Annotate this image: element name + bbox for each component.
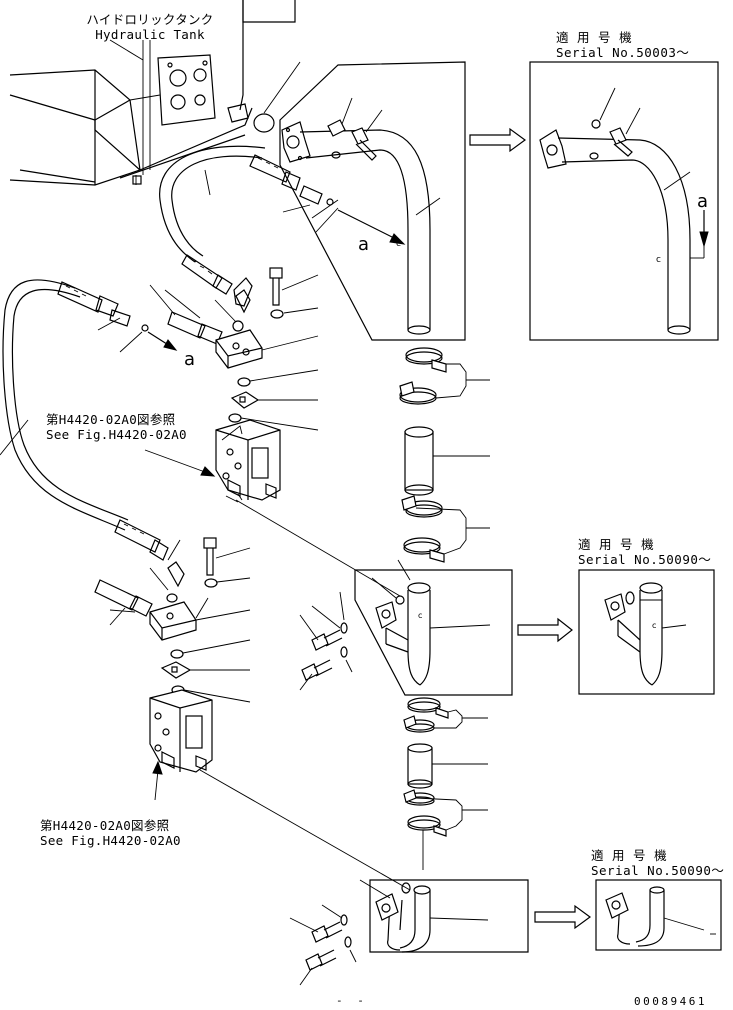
see-fig-lower-label: 第H4420-02A0図参照 See Fig.H4420-02A0	[40, 818, 181, 848]
clamp-leader-2	[415, 507, 490, 555]
serial-note-1-en: Serial No.50003～	[556, 45, 690, 60]
callout-a-right: a	[697, 191, 708, 212]
serial-note-2-jp: 適 用 号 機	[578, 537, 655, 552]
return-line-upper	[225, 495, 401, 597]
hydraulic-tank	[9, 0, 301, 186]
see-fig-upper-jp: 第H4420-02A0図参照	[46, 412, 176, 427]
pipe-box-2: c	[299, 559, 513, 696]
clamp-leader-4	[415, 797, 488, 831]
return-line-lower	[199, 769, 411, 891]
pipe-box-1: c	[279, 61, 466, 341]
serial-note-3-jp: 適 用 号 機	[591, 848, 668, 863]
see-fig-upper-leader	[144, 449, 216, 477]
callout-a-left: a	[184, 349, 195, 370]
pipe-2-mark: c	[418, 611, 422, 620]
clamp-leader-3	[434, 709, 488, 729]
pipe-2b-mark: c	[652, 621, 656, 630]
clamp-leader-1	[435, 363, 490, 399]
hose-sleeve-2	[407, 743, 488, 789]
see-fig-lower-en: See Fig.H4420-02A0	[40, 833, 181, 848]
replacement-box-2: c	[578, 569, 715, 695]
serial-note-2-en: Serial No.50090～	[578, 552, 712, 567]
upper-hose	[159, 145, 339, 307]
clamp-6	[403, 715, 435, 733]
pipe-box-3	[289, 879, 529, 986]
clamp-7	[403, 789, 435, 806]
upper-manifold-block	[215, 329, 319, 431]
clamp-1	[405, 347, 447, 373]
long-hose	[0, 279, 169, 561]
replacement-box-1: c	[529, 61, 719, 341]
hydraulic-tank-label-jp: ハイドロリックタンク	[86, 12, 214, 27]
replacement-box-3	[595, 879, 722, 951]
clamp-8	[407, 815, 447, 837]
replacement-arrow-2	[517, 617, 573, 643]
see-fig-lower-jp: 第H4420-02A0図参照	[40, 818, 170, 833]
drawing-number: 00089461	[634, 995, 707, 1008]
arrow-to-a-left	[147, 331, 178, 351]
clamp-3	[401, 495, 443, 518]
page-mark: - -	[336, 994, 368, 1007]
serial-note-1: 適 用 号 機 Serial No.50003～	[556, 30, 689, 60]
clamp-5	[407, 697, 449, 719]
callout-a-pipe-1: a	[358, 234, 369, 255]
see-fig-upper-label: 第H4420-02A0図参照 See Fig.H4420-02A0	[46, 412, 187, 442]
replacement-arrow-3	[534, 904, 592, 930]
lower-manifold-block	[149, 597, 251, 703]
upper-valve-block	[215, 419, 281, 501]
upper-fittings	[149, 267, 319, 345]
pipe-1-mark: c	[396, 239, 401, 249]
serial-note-2: 適 用 号 機 Serial No.50090～	[578, 537, 711, 567]
see-fig-lower-leader	[152, 760, 163, 801]
serial-note-3-en: Serial No.50090～	[591, 863, 725, 878]
replacement-arrow-1	[469, 127, 527, 153]
serial-note-1-jp: 適 用 号 機	[556, 30, 633, 45]
lower-fittings	[94, 537, 251, 626]
hydraulic-tank-label-en: Hydraulic Tank	[95, 27, 205, 42]
pipe-1b-mark: c	[656, 255, 661, 265]
serial-note-3: 適 用 号 機 Serial No.50090～	[591, 848, 724, 878]
clamp-2	[399, 381, 437, 405]
clamp-4	[403, 537, 445, 563]
see-fig-upper-en: See Fig.H4420-02A0	[46, 427, 187, 442]
lower-valve-block	[149, 689, 213, 773]
hose-sleeve-1	[404, 426, 490, 496]
hydraulic-tank-label: ハイドロリックタンク Hydraulic Tank	[80, 12, 220, 42]
arrow-a-pipe-1	[337, 209, 406, 245]
